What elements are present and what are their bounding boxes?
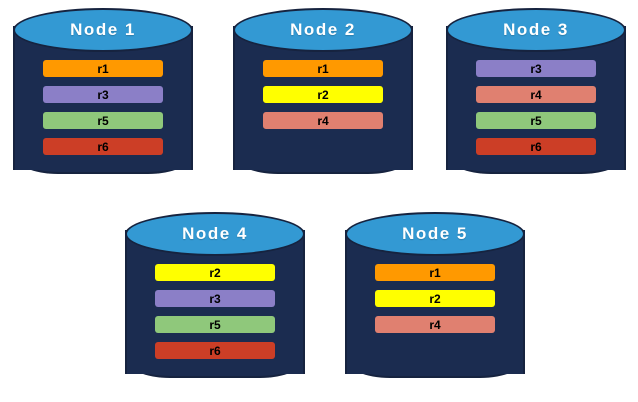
- node-title-label: Node 1: [70, 20, 136, 39]
- database-node-1[interactable]: Node 1 r1 r3 r5 r6: [13, 8, 193, 188]
- record-bar-r6[interactable]: r6: [476, 138, 596, 155]
- record-list: r2 r3 r5 r6: [155, 264, 275, 359]
- record-bar-r1[interactable]: r1: [43, 60, 163, 77]
- node-title-label: Node 4: [182, 224, 248, 243]
- record-bar-r5[interactable]: r5: [43, 112, 163, 129]
- record-bar-r4[interactable]: r4: [263, 112, 383, 129]
- node-title-label: Node 2: [290, 20, 356, 39]
- cylinder-top-ellipse: [125, 212, 305, 256]
- record-bar-r6[interactable]: r6: [155, 342, 275, 359]
- record-bar-r6[interactable]: r6: [43, 138, 163, 155]
- record-list: r1 r2 r4: [375, 264, 495, 333]
- node-title-label: Node 5: [402, 224, 468, 243]
- record-list: r3 r4 r5 r6: [476, 60, 596, 155]
- record-bar-r1[interactable]: r1: [263, 60, 383, 77]
- cylinder-top-ellipse: [345, 212, 525, 256]
- record-bar-r3[interactable]: r3: [155, 290, 275, 307]
- cylinder-top-ellipse: [446, 8, 626, 52]
- record-bar-r2[interactable]: r2: [155, 264, 275, 281]
- record-bar-r2[interactable]: r2: [263, 86, 383, 103]
- cylinder-top-ellipse: [13, 8, 193, 52]
- database-node-4[interactable]: Node 4 r2 r3 r5 r6: [125, 212, 305, 392]
- database-node-2[interactable]: Node 2 r1 r2 r4: [233, 8, 413, 188]
- database-node-5[interactable]: Node 5 r1 r2 r4: [345, 212, 525, 392]
- record-bar-r4[interactable]: r4: [375, 316, 495, 333]
- database-node-3[interactable]: Node 3 r3 r4 r5 r6: [446, 8, 626, 188]
- record-bar-r4[interactable]: r4: [476, 86, 596, 103]
- record-bar-r2[interactable]: r2: [375, 290, 495, 307]
- record-list: r1 r3 r5 r6: [43, 60, 163, 155]
- record-bar-r1[interactable]: r1: [375, 264, 495, 281]
- record-bar-r3[interactable]: r3: [43, 86, 163, 103]
- record-bar-r5[interactable]: r5: [155, 316, 275, 333]
- node-title-label: Node 3: [503, 20, 569, 39]
- record-bar-r3[interactable]: r3: [476, 60, 596, 77]
- record-bar-r5[interactable]: r5: [476, 112, 596, 129]
- record-list: r1 r2 r4: [263, 60, 383, 129]
- cylinder-top-ellipse: [233, 8, 413, 52]
